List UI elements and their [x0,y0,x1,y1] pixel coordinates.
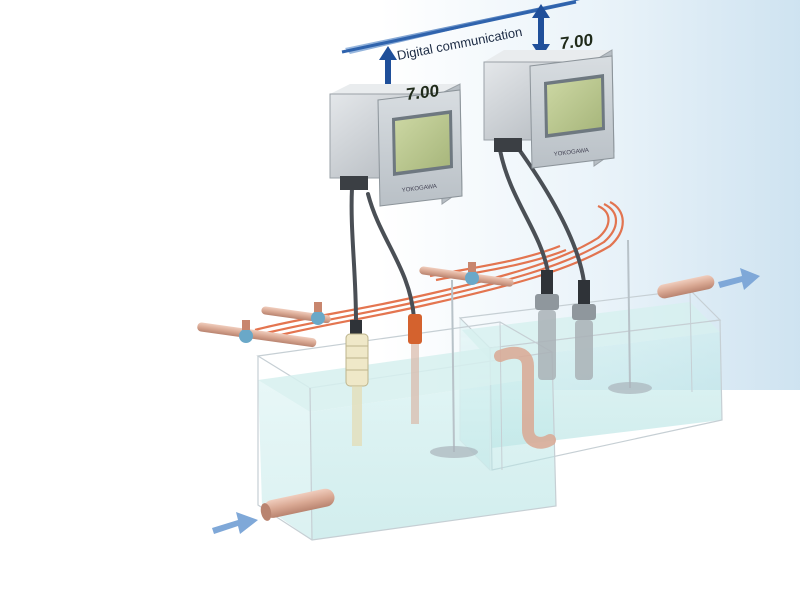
display-reading: 7.00 [560,30,593,53]
brand-label: YOKOGAWA [554,148,590,158]
brand-label: YOKOGAWA [402,184,438,194]
analyzer-right [483,49,615,169]
overflow-pipe [494,346,556,449]
display-reading: 7.00 [406,81,439,104]
tank-left [256,279,557,541]
ph-sensor [535,270,559,380]
valve-icon [239,320,253,343]
valve-icon [465,262,479,285]
flow-arrow-icon [212,512,258,534]
ph-sensor [345,320,369,446]
reference-sensor [408,314,422,424]
outlet-pipe [657,275,715,299]
reference-sensor [572,280,596,380]
flow-arrow-icon [718,268,760,290]
inlet-pipe [260,488,335,521]
sensor-cables [349,146,586,324]
valve-icon [311,302,325,325]
analyzer-left [329,83,463,207]
